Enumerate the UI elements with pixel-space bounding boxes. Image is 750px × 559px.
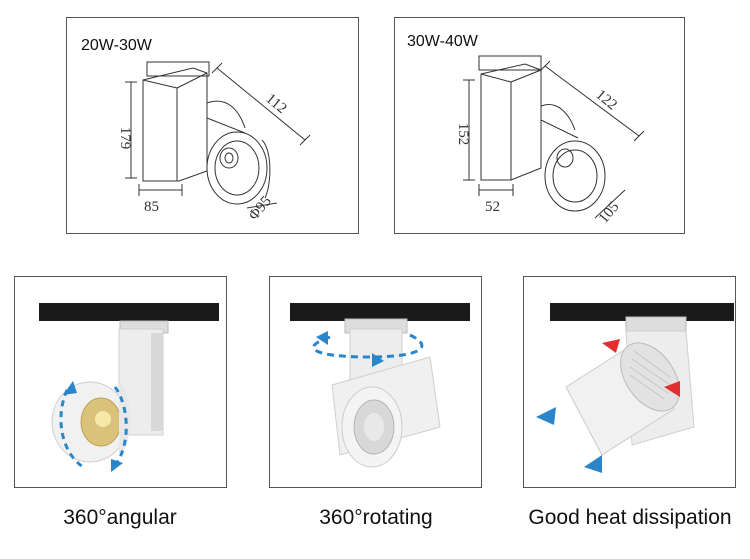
power-label: 20W-30W	[81, 37, 152, 54]
dim-height: 152	[455, 123, 471, 146]
spec-panel-20-30w: 20W-30W	[66, 17, 359, 234]
power-label: 30W-40W	[407, 33, 478, 50]
feature-caption-heat-dissipation: Good heat dissipation	[528, 506, 732, 529]
hot-air-arrow	[664, 381, 680, 397]
led-lens	[556, 148, 574, 168]
dimension-drawing: 179 85 112 Φ95	[117, 61, 311, 224]
track-light-illustration	[290, 303, 470, 468]
feature-panel-angular	[14, 276, 227, 488]
driver-box	[142, 67, 208, 182]
dim-diameter: 105	[596, 199, 623, 227]
cool-air-arrow	[536, 407, 556, 425]
track-rail	[290, 303, 470, 321]
hot-air-arrow	[602, 339, 620, 353]
spec-panel-30-40w: 30W-40W 152	[394, 17, 685, 234]
track-rail	[39, 303, 219, 321]
lamp-head	[544, 140, 606, 212]
rotation-arrow	[312, 333, 424, 359]
driver-box	[480, 63, 542, 181]
feature-caption-angular: 360°angular	[63, 506, 177, 529]
led-lens	[219, 147, 239, 169]
feature-panel-rotating	[269, 276, 482, 488]
dim-height: 179	[117, 127, 133, 150]
cool-air-arrow	[584, 455, 602, 473]
dimension-drawing: 152 52 122 105	[455, 55, 645, 227]
heat-sink-fins	[620, 342, 680, 412]
dim-width: 85	[144, 199, 159, 215]
lamp-head	[206, 131, 268, 205]
feature-panel-heat-dissipation	[523, 276, 736, 488]
dim-width: 52	[485, 199, 500, 215]
track-adapter	[146, 61, 210, 77]
feature-caption-rotating: 360°rotating	[319, 506, 433, 529]
dim-depth: 122	[592, 87, 620, 114]
dim-diameter: Φ95	[246, 193, 275, 223]
track-light-illustration	[536, 303, 734, 473]
track-adapter	[478, 55, 542, 71]
dim-depth: 112	[262, 91, 289, 117]
track-rail	[550, 303, 734, 321]
track-light-illustration	[39, 303, 219, 472]
